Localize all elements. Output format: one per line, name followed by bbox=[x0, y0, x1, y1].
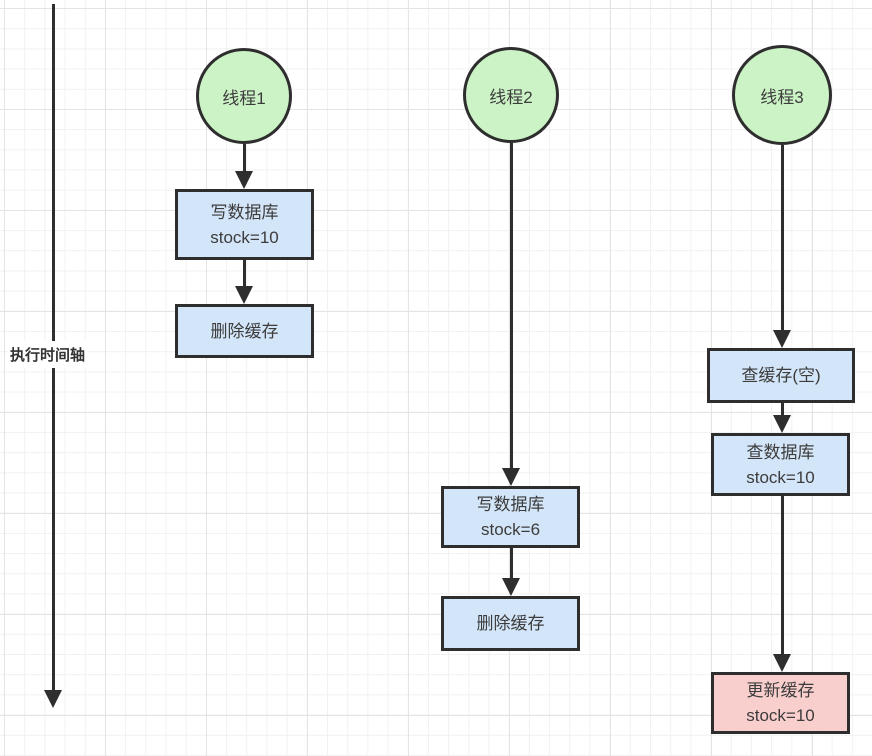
thread-2-step-delete-cache: 删除缓存 bbox=[441, 596, 580, 651]
step-text-line1: 更新缓存 bbox=[746, 681, 815, 700]
timeline-axis-label: 执行时间轴 bbox=[8, 341, 88, 368]
step-text-line2: stock=10 bbox=[210, 227, 279, 247]
step-text-line2: stock=10 bbox=[746, 706, 815, 725]
thread-3-step-update-cache: 更新缓存 stock=10 bbox=[711, 672, 850, 734]
thread-3-node: 线程3 bbox=[732, 45, 832, 145]
thread-2-step-write-db: 写数据库 stock=6 bbox=[441, 486, 580, 548]
step-text-line1: 删除缓存 bbox=[210, 321, 279, 341]
step-text-line1: 查数据库 bbox=[746, 442, 815, 462]
thread-3-arrow-1 bbox=[780, 145, 784, 330]
thread-3-step-query-cache: 查缓存(空) bbox=[707, 348, 855, 403]
thread-3-label: 线程3 bbox=[760, 87, 804, 107]
thread-1-step-write-db: 写数据库 stock=10 bbox=[175, 189, 314, 260]
step-text-line2: stock=6 bbox=[480, 520, 541, 539]
thread-3-arrow-2 bbox=[780, 403, 784, 415]
thread-3-arrow-3 bbox=[780, 496, 784, 654]
thread-2-label: 线程2 bbox=[489, 87, 533, 107]
thread-2-arrow-2 bbox=[509, 548, 513, 578]
thread-1-node: 线程1 bbox=[196, 48, 292, 144]
step-text-line1: 写数据库 bbox=[476, 495, 545, 514]
thread-1-label: 线程1 bbox=[222, 88, 266, 108]
step-text-line1: 写数据库 bbox=[210, 202, 279, 222]
thread-3-step-query-db: 查数据库 stock=10 bbox=[711, 433, 850, 496]
thread-2-node: 线程2 bbox=[463, 47, 559, 143]
thread-1-arrow-1 bbox=[242, 144, 246, 171]
step-text-line1: 查缓存(空) bbox=[741, 366, 821, 385]
thread-1-arrow-2 bbox=[242, 260, 246, 286]
step-text-line2: stock=10 bbox=[746, 467, 815, 487]
thread-2-arrow-1 bbox=[509, 143, 513, 468]
thread-1-step-delete-cache: 删除缓存 bbox=[175, 304, 314, 358]
step-text-line1: 删除缓存 bbox=[476, 614, 545, 633]
